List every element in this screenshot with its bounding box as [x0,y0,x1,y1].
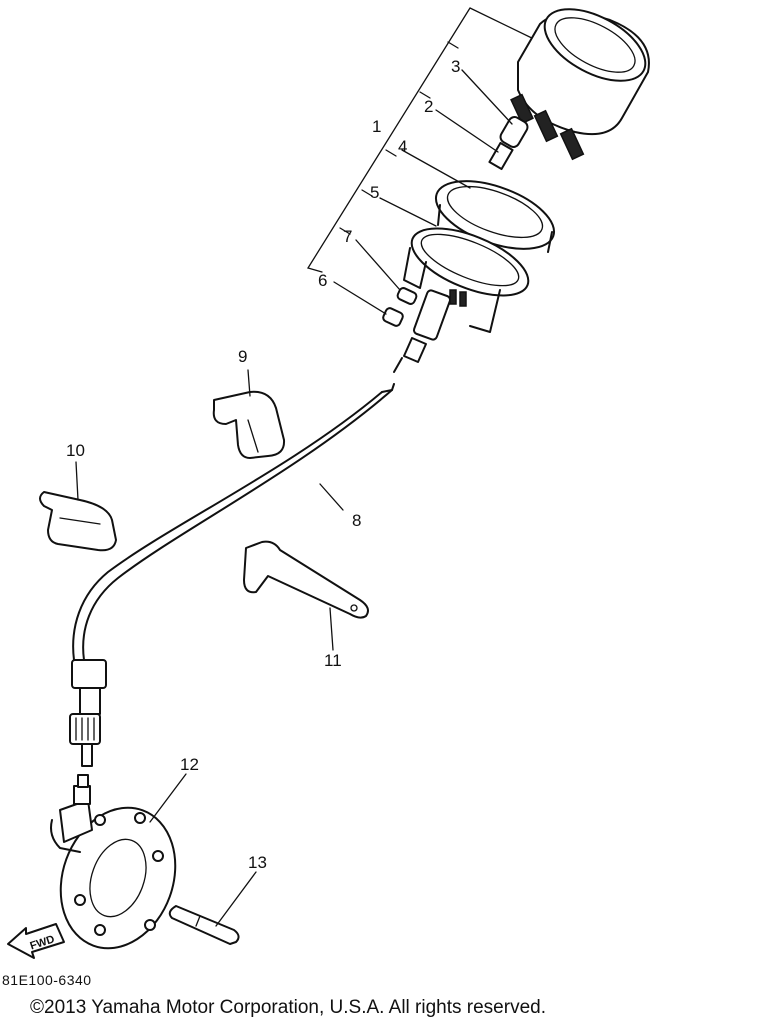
leader-lines [75,69,513,927]
grommet-7 [396,287,418,305]
callout-11: 11 [324,651,342,670]
gauge-bracket [393,247,501,373]
cable-clamp-9 [212,390,286,459]
callout-1: 1 [372,117,381,136]
callout-5: 5 [370,183,379,202]
callout-12: 12 [180,755,199,774]
drive-shaft [168,905,240,945]
callout-9: 9 [238,347,247,366]
assembly-bracket [306,7,541,273]
forward-arrow-icon: FWD [7,923,65,959]
grommet-6 [382,307,404,327]
gauge-ring [410,227,530,297]
callout-2: 2 [424,97,433,116]
callout-8: 8 [352,511,361,530]
meter-cable [69,383,395,767]
callout-6: 6 [318,271,327,290]
callout-3: 3 [451,57,460,76]
gauge-drive-fitting [488,116,529,171]
speedometer-gauge [510,8,650,161]
callout-4: 4 [398,137,407,156]
callout-labels: 1 2 3 4 5 6 7 8 9 10 11 12 13 [66,57,460,872]
copyright-notice: ©2013 Yamaha Motor Corporation, U.S.A. A… [30,997,546,1018]
cable-clamp-10 [39,491,117,552]
meter-gear-unit [50,774,177,950]
callout-7: 7 [343,227,352,246]
diagram-part-code: 81E100-6340 [2,972,92,988]
cable-clamp-11 [243,540,369,619]
callout-13: 13 [248,853,267,872]
callout-10: 10 [66,441,85,460]
